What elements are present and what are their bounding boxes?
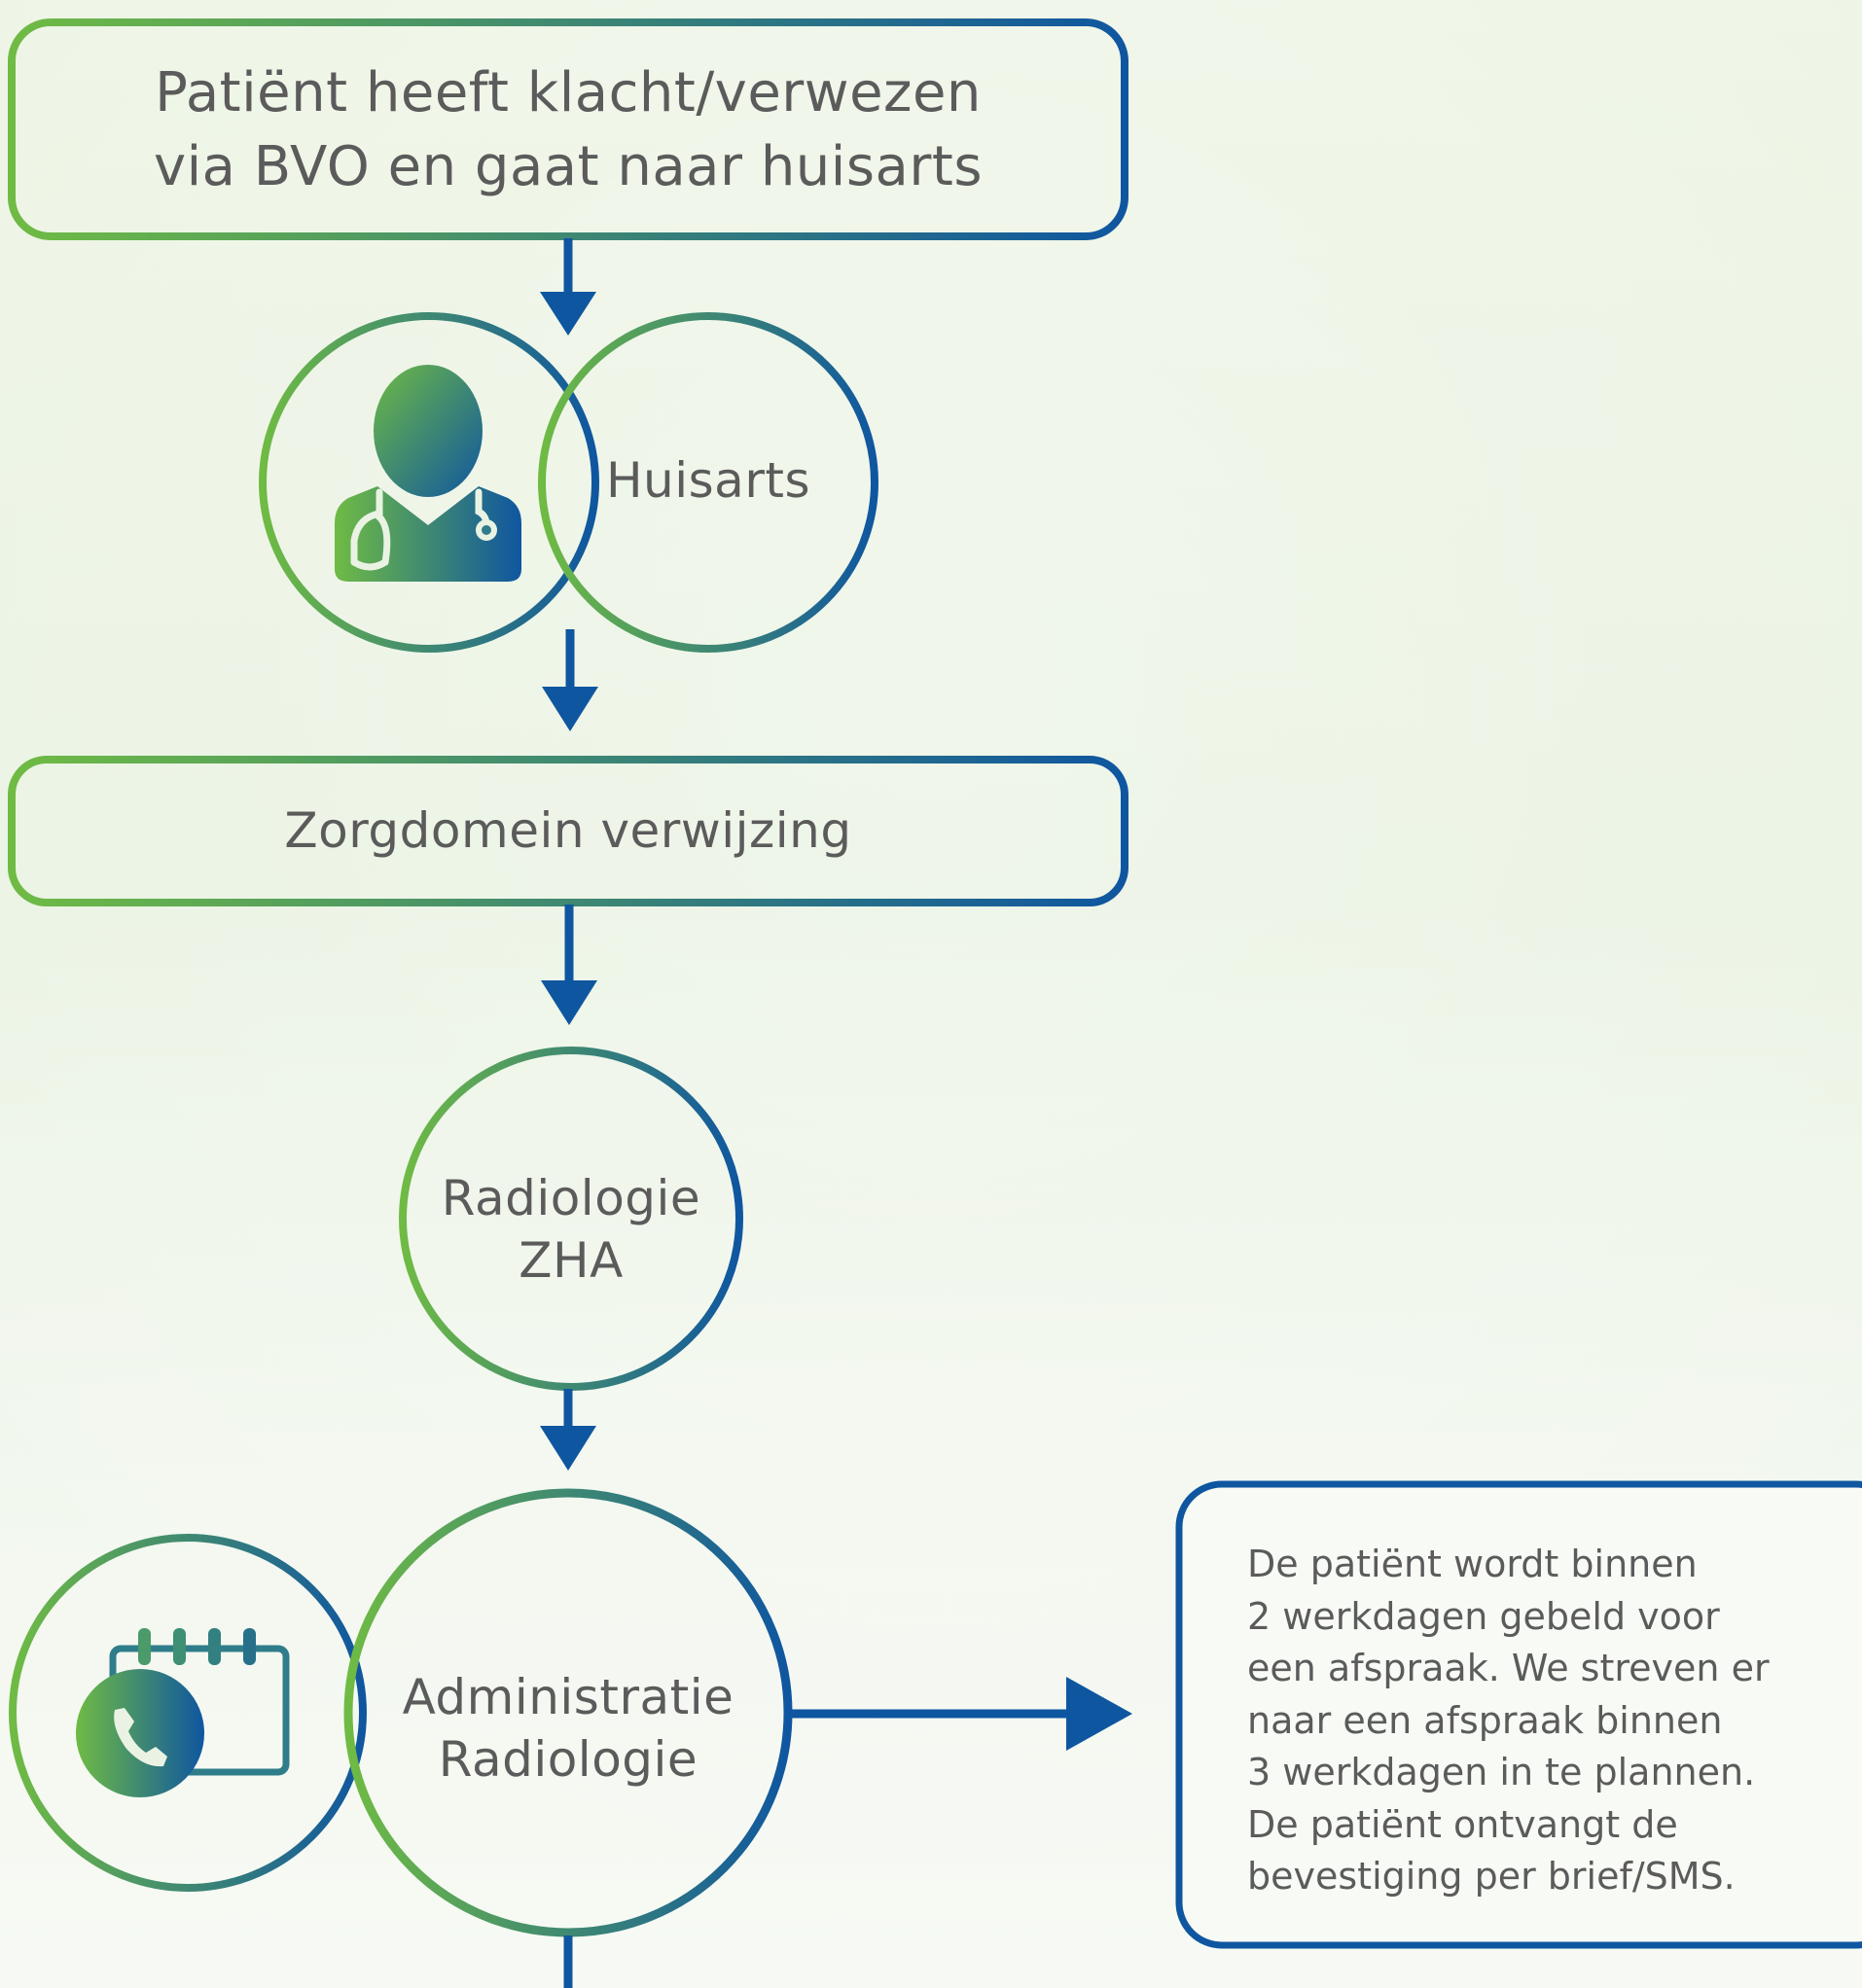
info-line-5: 3 werkdagen in te plannen. (1247, 1751, 1756, 1793)
patient-box-line2: via BVO en gaat naar huisarts (153, 135, 984, 198)
info-line-4: naar een afspraak binnen (1247, 1698, 1723, 1742)
arrow-right (790, 1677, 1132, 1751)
administratie-line2: Radiologie (438, 1731, 698, 1788)
doctor-stethoscope-icon (335, 365, 521, 582)
arrow-down-2 (542, 629, 598, 731)
zorgdomein-box (8, 756, 1128, 906)
administratie-line1: Administratie (402, 1669, 734, 1725)
administratie-label-circle (343, 1488, 793, 1937)
info-line-6: De patiënt ontvangt de (1247, 1802, 1678, 1846)
patient-box-line1: Patiënt heeft klacht/verwezen (155, 61, 982, 124)
info-line-7: bevestiging per brief/SMS. (1247, 1855, 1736, 1898)
zorgdomein-label: Zorgdomein verwijzing (284, 802, 852, 859)
radiologie-zha-label: Radiologie ZHA (403, 1167, 739, 1292)
info-line-3: een afspraak. We streven er (1247, 1647, 1770, 1689)
radiologie-zha-line1: Radiologie (441, 1170, 701, 1226)
arrow-down-4 (540, 1389, 596, 1471)
patient-box-text: Patiënt heeft klacht/verwezen via BVO en… (12, 56, 1125, 204)
radiologie-zha-circle (399, 1047, 743, 1391)
info-text: De patiënt wordt binnen 2 werkdagen gebe… (1247, 1539, 1841, 1903)
info-line-1: De patiënt wordt binnen (1247, 1543, 1698, 1585)
calendar-phone-icon (76, 1628, 290, 1797)
patient-box (8, 18, 1128, 240)
huisarts-label-circle (538, 312, 878, 653)
huisarts-icon-circle (259, 312, 599, 653)
huisarts-label: Huisarts (605, 452, 811, 509)
arrow-down-3 (541, 905, 597, 1025)
info-line-2: 2 werkdagen gebeld voor (1247, 1594, 1720, 1638)
administratie-label: Administratie Radiologie (348, 1666, 788, 1791)
radiologie-zha-line2: ZHA (519, 1232, 624, 1289)
administratie-icon-circle (9, 1534, 367, 1892)
info-box (1175, 1480, 1862, 1949)
arrow-down-1 (540, 238, 596, 336)
